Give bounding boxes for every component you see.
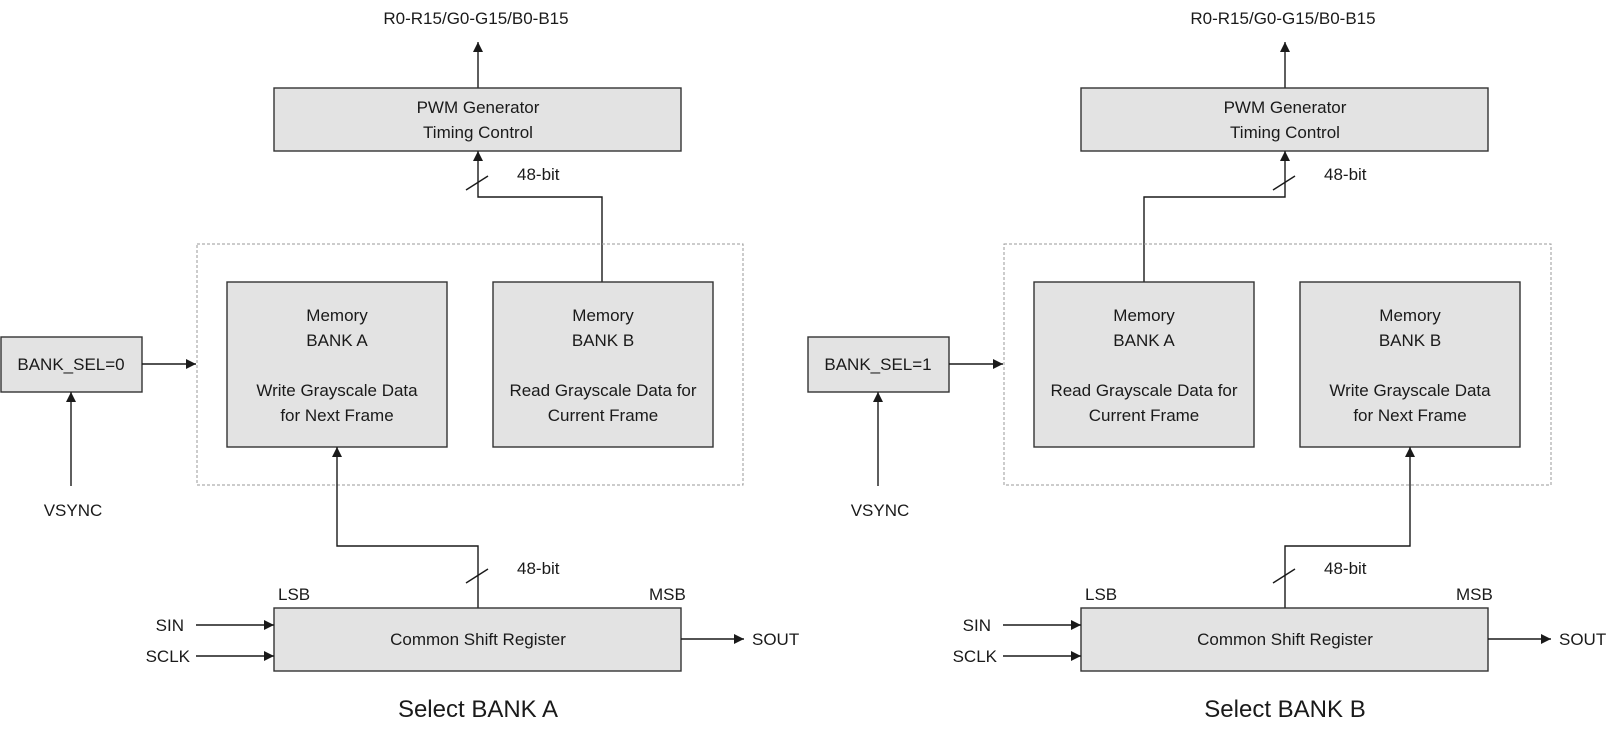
caption: Select BANK B — [1204, 696, 1365, 723]
memory-group-border — [196, 243, 744, 486]
memory-bank-b-block — [492, 281, 714, 448]
vsync-label: VSYNC — [851, 501, 910, 520]
memory-bank-a-block — [226, 281, 448, 448]
timing-control-label: Timing Control — [423, 123, 533, 142]
panel-select-bank-a: R0-R15/G0-G15/B0-B15 PWM Generator Timin… — [0, 9, 799, 723]
top-bus-label: 48-bit — [517, 165, 560, 184]
sout-label: SOUT — [752, 630, 799, 649]
top-bus-slash — [1272, 175, 1296, 191]
msb-label: MSB — [649, 585, 686, 604]
output-label: R0-R15/G0-G15/B0-B15 — [383, 9, 568, 28]
bottom-bus-slash — [465, 568, 489, 584]
bank-b-line2: BANK B — [1379, 331, 1441, 350]
bank-b-line2: BANK B — [572, 331, 634, 350]
common-shift-register-block — [273, 607, 682, 672]
bank-sel-label: BANK_SEL=0 — [17, 355, 124, 374]
timing-control-label: Timing Control — [1230, 123, 1340, 142]
bank-a-line3: Read Grayscale Data for — [1050, 381, 1237, 400]
pwm-generator-label: PWM Generator — [1224, 98, 1347, 117]
bank-sel-label: BANK_SEL=1 — [824, 355, 931, 374]
memory-bank-a-block — [1033, 281, 1255, 448]
bank-b-line3: Write Grayscale Data — [1329, 381, 1491, 400]
bank-a-line4: Current Frame — [1089, 406, 1200, 425]
bank-b-line4: for Next Frame — [1353, 406, 1466, 425]
bank-a-line3: Write Grayscale Data — [256, 381, 418, 400]
bank-a-line1: Memory — [1113, 306, 1175, 325]
bank-b-line1: Memory — [1379, 306, 1441, 325]
shift-register-label: Common Shift Register — [390, 630, 566, 649]
pwm-generator-block — [1080, 87, 1489, 152]
sout-label: SOUT — [1559, 630, 1606, 649]
lsb-label: LSB — [1085, 585, 1117, 604]
bottom-bus-label: 48-bit — [1324, 559, 1367, 578]
caption: Select BANK A — [398, 696, 558, 723]
msb-label: MSB — [1456, 585, 1493, 604]
vsync-label: VSYNC — [44, 501, 103, 520]
sclk-label: SCLK — [146, 647, 191, 666]
bank-a-line2: BANK A — [306, 331, 368, 350]
bank-b-line1: Memory — [572, 306, 634, 325]
bottom-bus-wire — [1284, 447, 1415, 608]
sin-label: SIN — [963, 616, 991, 635]
bank-a-line4: for Next Frame — [280, 406, 393, 425]
sclk-label: SCLK — [953, 647, 998, 666]
bank-a-line2: BANK A — [1113, 331, 1175, 350]
output-label: R0-R15/G0-G15/B0-B15 — [1190, 9, 1375, 28]
memory-bank-b-block — [1299, 281, 1521, 448]
shift-register-label: Common Shift Register — [1197, 630, 1373, 649]
top-bus-slash — [465, 175, 489, 191]
sin-label: SIN — [156, 616, 184, 635]
bank-b-line4: Current Frame — [548, 406, 659, 425]
memory-group-border — [1003, 243, 1552, 486]
bank-a-line1: Memory — [306, 306, 368, 325]
pwm-generator-label: PWM Generator — [417, 98, 540, 117]
top-bus-wire — [473, 151, 603, 282]
common-shift-register-block — [1080, 607, 1489, 672]
bottom-bus-label: 48-bit — [517, 559, 560, 578]
top-bus-wire — [1143, 151, 1290, 282]
bank-b-line3: Read Grayscale Data for — [509, 381, 696, 400]
bottom-bus-slash — [1272, 568, 1296, 584]
bottom-bus-wire — [332, 447, 479, 608]
lsb-label: LSB — [278, 585, 310, 604]
panel-select-bank-b: R0-R15/G0-G15/B0-B15 PWM Generator Timin… — [807, 9, 1606, 723]
top-bus-label: 48-bit — [1324, 165, 1367, 184]
bank-sel-block — [807, 336, 950, 393]
